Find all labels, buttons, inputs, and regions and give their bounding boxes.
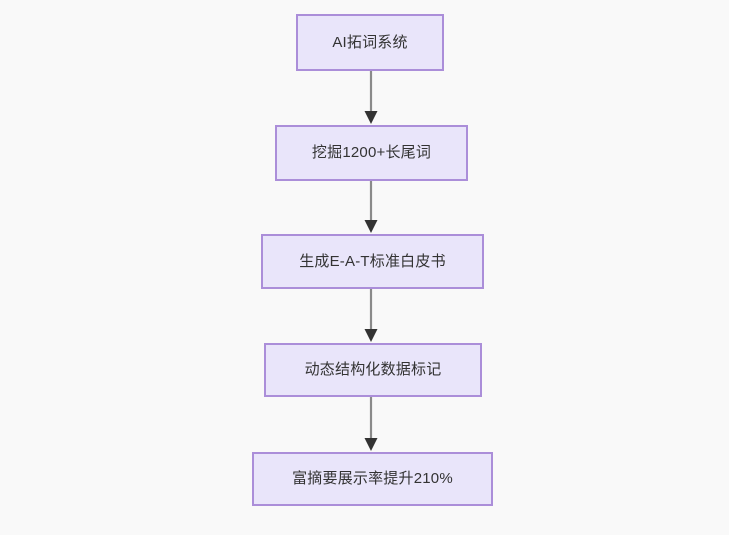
flow-node-label: 富摘要展示率提升210% <box>292 470 453 487</box>
flow-node-mine-longtail-keywords[interactable]: 挖掘1200+长尾词 <box>275 125 468 181</box>
down-arrow-icon <box>364 220 378 233</box>
flow-node-ai-keyword-system[interactable]: AI拓词系统 <box>296 14 444 71</box>
flow-node-label: 动态结构化数据标记 <box>304 361 442 378</box>
edge-n3-n4 <box>364 289 378 342</box>
edge-n2-n3 <box>364 181 378 233</box>
down-arrow-icon <box>364 438 378 451</box>
edge-n1-n2 <box>364 71 378 124</box>
flow-node-label: 挖掘1200+长尾词 <box>311 144 432 161</box>
down-arrow-icon <box>364 111 378 124</box>
flow-node-rich-snippet-uplift[interactable]: 富摘要展示率提升210% <box>252 452 493 506</box>
flow-node-dynamic-structured-data[interactable]: 动态结构化数据标记 <box>264 343 482 397</box>
edge-n4-n5 <box>364 397 378 451</box>
flow-node-label: 生成E-A-T标准白皮书 <box>299 252 446 270</box>
flow-node-generate-eat-whitepaper[interactable]: 生成E-A-T标准白皮书 <box>261 234 484 289</box>
flow-node-label: AI拓词系统 <box>332 33 408 51</box>
down-arrow-icon <box>364 329 378 342</box>
